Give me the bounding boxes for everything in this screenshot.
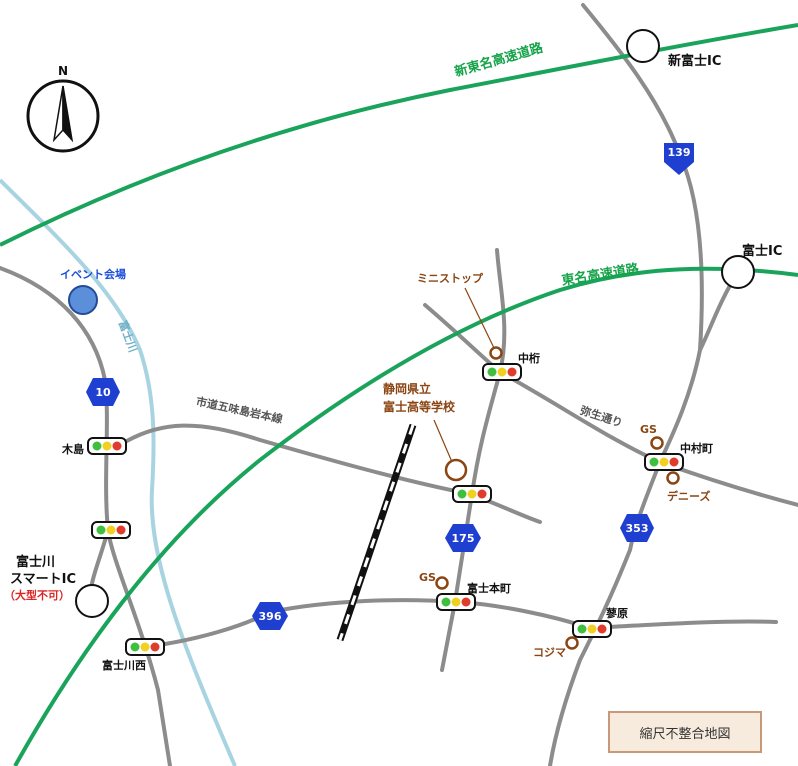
route-10-number: 10 bbox=[95, 386, 111, 399]
tomei-expressway bbox=[13, 266, 798, 766]
shin-fuji-ic-marker bbox=[626, 29, 660, 63]
traffic-light-route10-signal-icon bbox=[91, 521, 131, 539]
route-396-shield bbox=[252, 602, 288, 630]
nakamuracho-label: 中村町 bbox=[680, 442, 713, 455]
school-label-line1: 静岡県立 bbox=[383, 382, 432, 396]
route-353-shield bbox=[620, 514, 654, 542]
traffic-lights bbox=[87, 363, 684, 656]
dennys-marker bbox=[666, 471, 680, 485]
scale-notice-text: 縮尺不整合地図 bbox=[639, 726, 731, 742]
traffic-light-nakamuracho-signal-icon bbox=[644, 453, 684, 471]
fujikawa-ic-label-line2: スマートIC bbox=[10, 572, 76, 587]
route-353-number: 353 bbox=[625, 522, 649, 535]
fuji-ic-marker bbox=[721, 255, 755, 289]
route-139-number: 139 bbox=[667, 146, 691, 159]
ministop-marker bbox=[489, 346, 503, 360]
traffic-light-kamohara-signal-icon bbox=[572, 620, 612, 638]
fujikawa-smart-ic-marker bbox=[75, 584, 109, 618]
gs-fujihoncho-label: GS bbox=[419, 571, 436, 584]
shin-tomei-expressway bbox=[0, 23, 798, 247]
route-175-number: 175 bbox=[451, 532, 475, 545]
venue-marker bbox=[68, 285, 98, 315]
north-arrow-icon bbox=[26, 79, 100, 153]
route-10-road bbox=[0, 266, 172, 766]
fujikawanishi-label: 富士川西 bbox=[102, 659, 146, 672]
railway bbox=[336, 423, 417, 642]
nakaketa-label: 中桁 bbox=[518, 352, 540, 365]
traffic-light-school-signal-icon bbox=[452, 485, 492, 503]
yayoi-road bbox=[423, 303, 798, 507]
fujikawa-ic-label-line1: 富士川 bbox=[16, 555, 56, 570]
fujihoncho-label: 富士本町 bbox=[467, 582, 511, 595]
route-139-road bbox=[548, 3, 704, 766]
route-139-shield bbox=[664, 143, 694, 175]
landmark-markers bbox=[433, 287, 680, 650]
shin-fuji-ic-label: 新富士IC bbox=[668, 54, 722, 69]
scale-notice-box: 縮尺不整合地図 bbox=[608, 711, 762, 753]
traffic-light-nakaketa-signal-icon bbox=[482, 363, 522, 381]
traffic-light-fujihoncho-signal-icon bbox=[436, 593, 476, 611]
route-10-shield bbox=[86, 378, 120, 406]
gs-nakamuracho-marker bbox=[650, 436, 664, 450]
gs-nakamuracho-label: GS bbox=[640, 423, 657, 436]
ministop-label: ミニストップ bbox=[417, 272, 483, 285]
kamohara-label: 蓼原 bbox=[606, 607, 628, 620]
north-label: N bbox=[58, 64, 69, 78]
venue-label: イベント会場 bbox=[60, 268, 126, 281]
route-396-number: 396 bbox=[258, 610, 282, 623]
gs-fujihoncho-marker bbox=[435, 576, 449, 590]
expressways bbox=[0, 23, 798, 766]
kijima-label: 木島 bbox=[62, 443, 84, 456]
fuji-ic-label: 富士IC bbox=[742, 244, 783, 259]
school-label-line2: 富士高等学校 bbox=[383, 400, 456, 414]
route-175-shield bbox=[445, 524, 481, 552]
traffic-light-kijima-signal-icon bbox=[87, 437, 127, 455]
fujikawa-river bbox=[0, 178, 237, 766]
kojima-label: コジマ bbox=[533, 646, 566, 659]
school-marker bbox=[444, 458, 468, 482]
fujikawa-ic-note: （大型不可） bbox=[4, 589, 70, 602]
dennys-label: デニーズ bbox=[667, 490, 711, 503]
kojima-marker bbox=[565, 636, 579, 650]
traffic-light-fujikawanishi-signal-icon bbox=[125, 638, 165, 656]
municipal-road bbox=[118, 423, 542, 524]
